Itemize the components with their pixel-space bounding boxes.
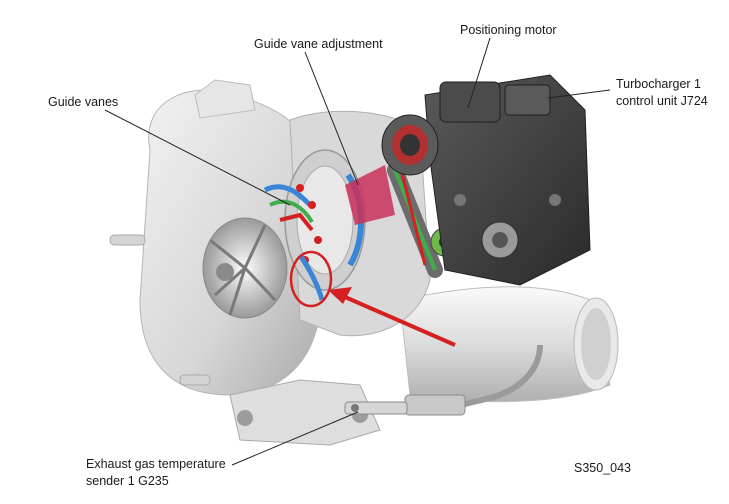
label-control-unit-line2: control unit J724 [616, 94, 708, 108]
label-temp-sender-line1: Exhaust gas temperature [86, 457, 226, 471]
compressor-wheel [202, 217, 288, 319]
actuator-assembly [381, 74, 591, 286]
figure-code: S350_043 [574, 461, 632, 475]
label-control-unit-line1: Turbocharger 1 [616, 77, 701, 91]
leader-lines [104, 37, 611, 466]
highlight-callout [289, 250, 456, 347]
outlet-pipe [399, 286, 619, 403]
temperature-sender [344, 344, 543, 416]
label-temp-sender-line2: sender 1 G235 [86, 474, 169, 488]
leader-control-unit [547, 89, 611, 99]
leader-guide-vane-adjustment [304, 51, 359, 186]
leader-positioning-motor [467, 37, 491, 109]
label-guide-vane-adjustment: Guide vane adjustment [254, 37, 383, 51]
label-guide-vanes: Guide vanes [48, 95, 119, 109]
leader-guide-vanes [104, 109, 291, 206]
label-positioning-motor: Positioning motor [460, 23, 557, 37]
leader-temperature-sender [231, 411, 359, 466]
